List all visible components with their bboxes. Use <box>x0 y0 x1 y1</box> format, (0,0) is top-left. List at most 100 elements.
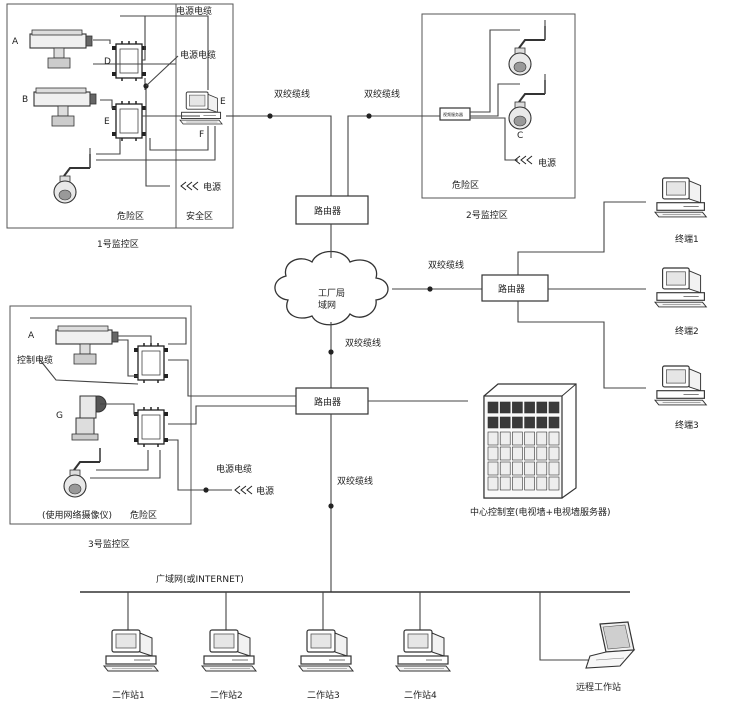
video-server-box <box>439 107 471 121</box>
router-2-label: 路由器 <box>498 283 525 295</box>
remote-workstation-label: 远程工作站 <box>576 681 621 693</box>
zone-1: A B D E E F 电源电缆 电源电缆 电源 危险区 安全区 1号监控区 <box>6 3 240 250</box>
video-wall-screen <box>548 416 560 429</box>
laptop-icon <box>585 621 636 669</box>
control-room-label: 中心控制室(电视墙+电视墙服务器) <box>470 506 611 518</box>
video-wall-screen <box>524 401 535 414</box>
twisted-pair-c-label: 双绞缆线 <box>428 259 464 271</box>
power-cable-mid-label: 电源电缆 <box>180 49 216 61</box>
zone-2: 视频服务器 C 电源 危险区 2号监控区 <box>421 13 576 221</box>
video-wall-screen <box>512 431 523 446</box>
workstation-4-label: 二作站4 <box>404 689 437 701</box>
label-b: B <box>22 95 28 105</box>
video-wall-screen <box>524 476 535 491</box>
power-label-1: 电源 <box>203 181 221 193</box>
enclosure-e-icon <box>111 100 147 142</box>
danger-zone-1-label: 危险区 <box>117 210 144 222</box>
terminal-2-icon <box>654 267 707 308</box>
power-label-3: 电源 <box>256 485 274 497</box>
video-wall-screen <box>499 416 511 429</box>
dome-camera-c1-icon <box>508 25 546 76</box>
danger-zone-3-label: 危险区 <box>130 509 157 521</box>
video-wall-screen <box>487 461 499 476</box>
enclosure-d-icon <box>111 40 147 82</box>
terminal-3-label: 终端3 <box>675 419 699 431</box>
zone-3: A 控制电缆 G 电源电缆 电源 (使用网络摄像仪) 危险区 3号监控区 <box>9 305 296 550</box>
power-cable-top-label: 电源电缆 <box>176 5 212 17</box>
network-core: 双绞缆线 双绞缆线 路由器 工厂局 域网 双绞缆线 路由器 双绞缆线 路由器 <box>240 88 646 592</box>
label-f: F <box>199 130 204 140</box>
video-wall-screen <box>524 446 535 461</box>
label-g: G <box>56 411 63 421</box>
video-wall-screen <box>536 431 548 446</box>
zone-3-border <box>9 305 192 525</box>
zone-3-title: 3号监控区 <box>88 538 130 550</box>
video-wall-screen <box>524 431 535 446</box>
terminal-3-icon <box>654 365 707 406</box>
enclosure-3b-icon <box>133 406 169 448</box>
power-connector-3-icon <box>234 485 253 495</box>
video-wall-screen <box>524 416 535 429</box>
dome-camera-c2-icon <box>508 79 546 130</box>
wan-section: 广域网(或INTERNET) 二作站1 二作站2 二作站3 二作站4 远程工作站 <box>80 573 636 701</box>
video-wall-screen <box>548 431 560 446</box>
workstation-1-icon <box>103 629 159 672</box>
workstation-e-icon <box>179 91 223 125</box>
zone-1-title: 1号监控区 <box>97 238 139 250</box>
box-camera-a-icon <box>29 29 93 69</box>
video-wall-screen <box>548 461 560 476</box>
power-connector-1-icon <box>180 181 199 191</box>
zone-2-border <box>421 13 576 199</box>
terminal-2-label: 终端2 <box>675 325 699 337</box>
dome-camera-icon <box>53 153 91 204</box>
video-wall-screen <box>499 476 511 491</box>
dome-camera-3-icon <box>63 447 101 498</box>
video-wall-screen <box>512 416 523 429</box>
twisted-pair-a-label: 双绞缆线 <box>274 88 310 100</box>
video-wall-screen <box>499 431 511 446</box>
workstation-2-icon <box>201 629 257 672</box>
video-server-label: 视频服务器 <box>443 111 463 117</box>
video-wall-screen <box>487 476 499 491</box>
video-wall-screen <box>499 461 511 476</box>
video-wall-screen <box>512 446 523 461</box>
video-wall-screen <box>512 461 523 476</box>
control-cable-label: 控制电缆 <box>17 354 53 366</box>
enclosure-3a-icon <box>133 342 169 384</box>
video-wall-screen <box>536 446 548 461</box>
box-camera-a3-icon <box>55 325 119 365</box>
twisted-pair-e-label: 双绞缆线 <box>337 475 373 487</box>
video-wall-screen <box>524 461 535 476</box>
danger-zone-2-label: 危险区 <box>452 179 479 191</box>
video-wall-screen <box>536 416 548 429</box>
router-3 <box>295 387 369 415</box>
zone-2-title: 2号监控区 <box>466 209 508 221</box>
router-3-label: 路由器 <box>314 396 341 408</box>
control-room: 中心控制室(电视墙+电视墙服务器) <box>470 383 611 518</box>
video-wall-screen <box>548 476 560 491</box>
label-d: D <box>104 57 111 67</box>
camera-g-icon <box>71 395 107 441</box>
factory-lan-cloud <box>274 250 389 326</box>
workstation-4-icon <box>395 629 451 672</box>
video-wall-screen <box>536 461 548 476</box>
workstation-1-label: 二作站1 <box>112 689 145 701</box>
video-wall-screen <box>548 446 560 461</box>
video-wall-screen <box>499 401 511 414</box>
box-camera-b-icon <box>33 87 97 127</box>
label-a: A <box>12 37 19 47</box>
label-c: C <box>517 131 523 141</box>
video-wall-screen <box>512 476 523 491</box>
video-wall-screen <box>499 446 511 461</box>
wan-label: 广域网(或INTERNET) <box>156 573 244 585</box>
router-2 <box>481 274 549 302</box>
power-label-2: 电源 <box>538 157 556 169</box>
twisted-pair-d-label: 双绞缆线 <box>345 337 381 349</box>
power-cable-3-label: 电源电缆 <box>216 463 252 475</box>
label-e2: E <box>220 97 226 107</box>
video-wall-screen <box>487 446 499 461</box>
video-wall-screen <box>548 401 560 414</box>
video-wall-screen <box>536 401 548 414</box>
safe-zone-label: 安全区 <box>186 210 213 222</box>
